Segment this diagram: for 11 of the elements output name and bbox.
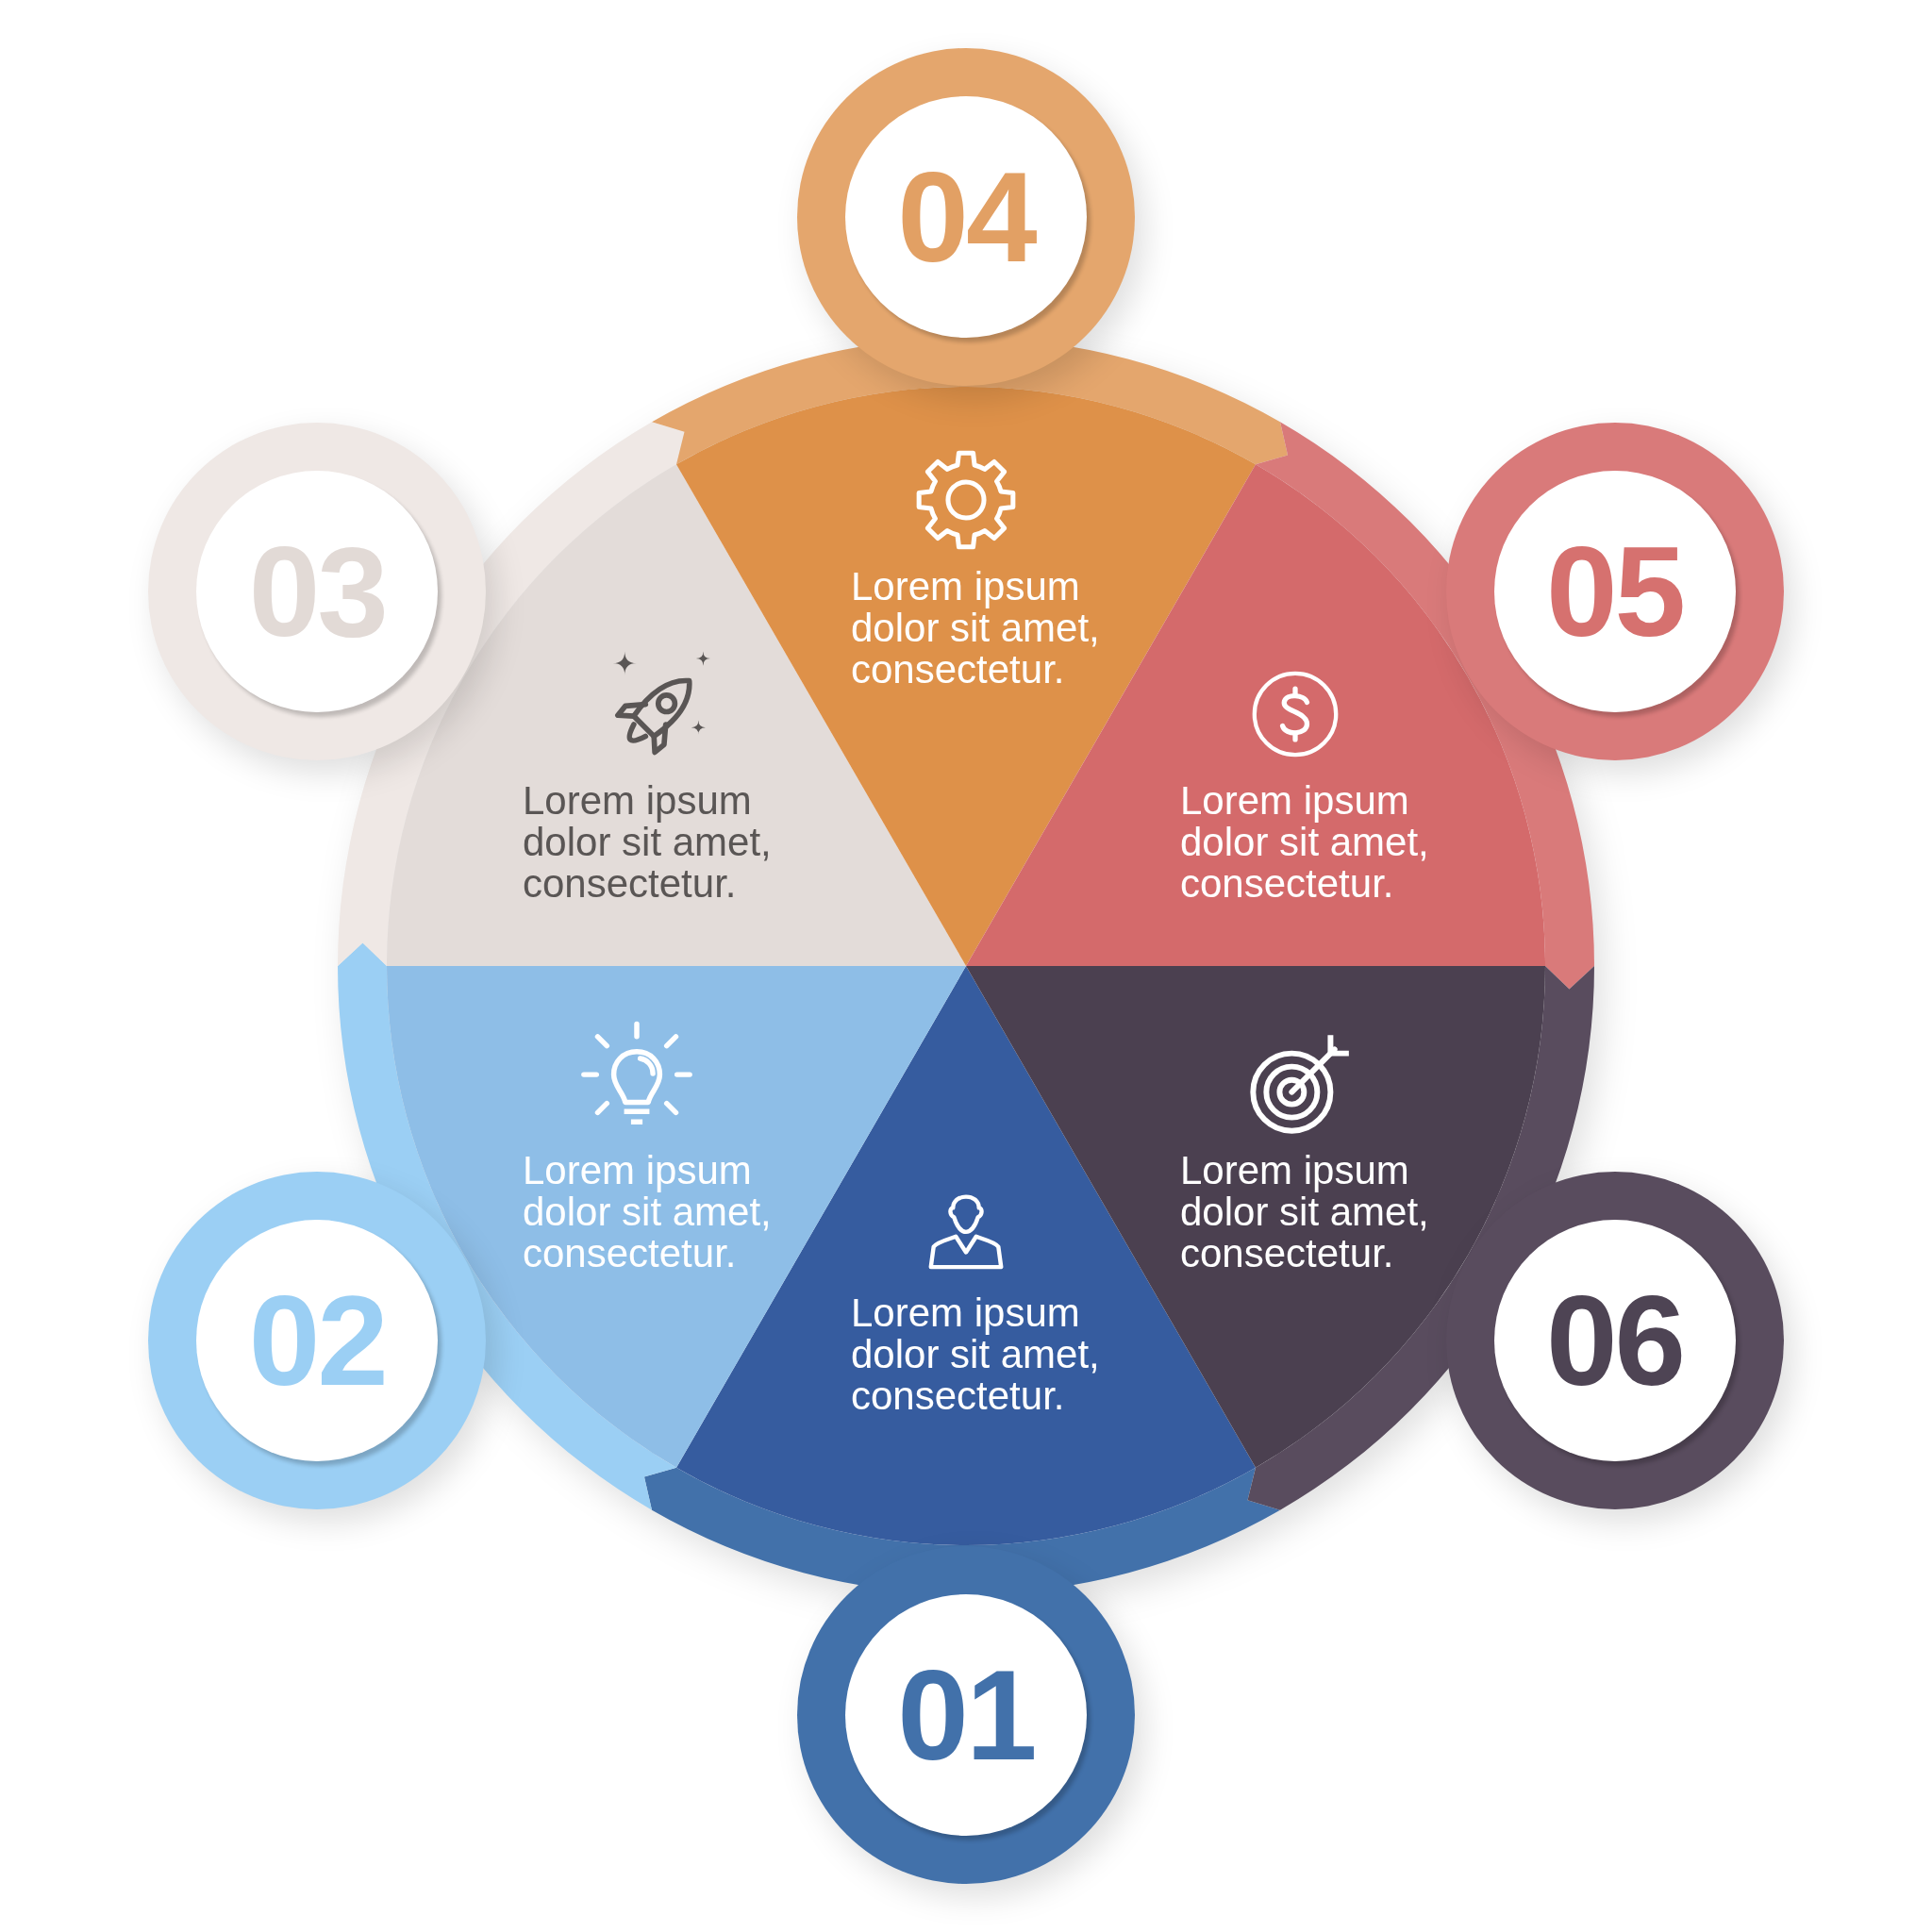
slice-text: Lorem ipsum dolor sit amet, consectetur.: [1180, 780, 1430, 905]
step-number: 06: [1545, 1276, 1684, 1405]
slice-text: Lorem ipsum dolor sit amet, consectetur.: [1180, 1150, 1430, 1274]
slice-text: Lorem ipsum dolor sit amet, consectetur.: [523, 780, 773, 905]
step-number: 01: [897, 1651, 1035, 1779]
slice-text: Lorem ipsum dolor sit amet, consectetur.: [523, 1150, 773, 1274]
slice-text: Lorem ipsum dolor sit amet, consectetur.: [851, 566, 1101, 691]
step-number: 04: [897, 153, 1035, 281]
step-number: 02: [248, 1276, 386, 1405]
slice-text: Lorem ipsum dolor sit amet, consectetur.: [851, 1292, 1101, 1417]
step-number: 05: [1545, 527, 1684, 656]
